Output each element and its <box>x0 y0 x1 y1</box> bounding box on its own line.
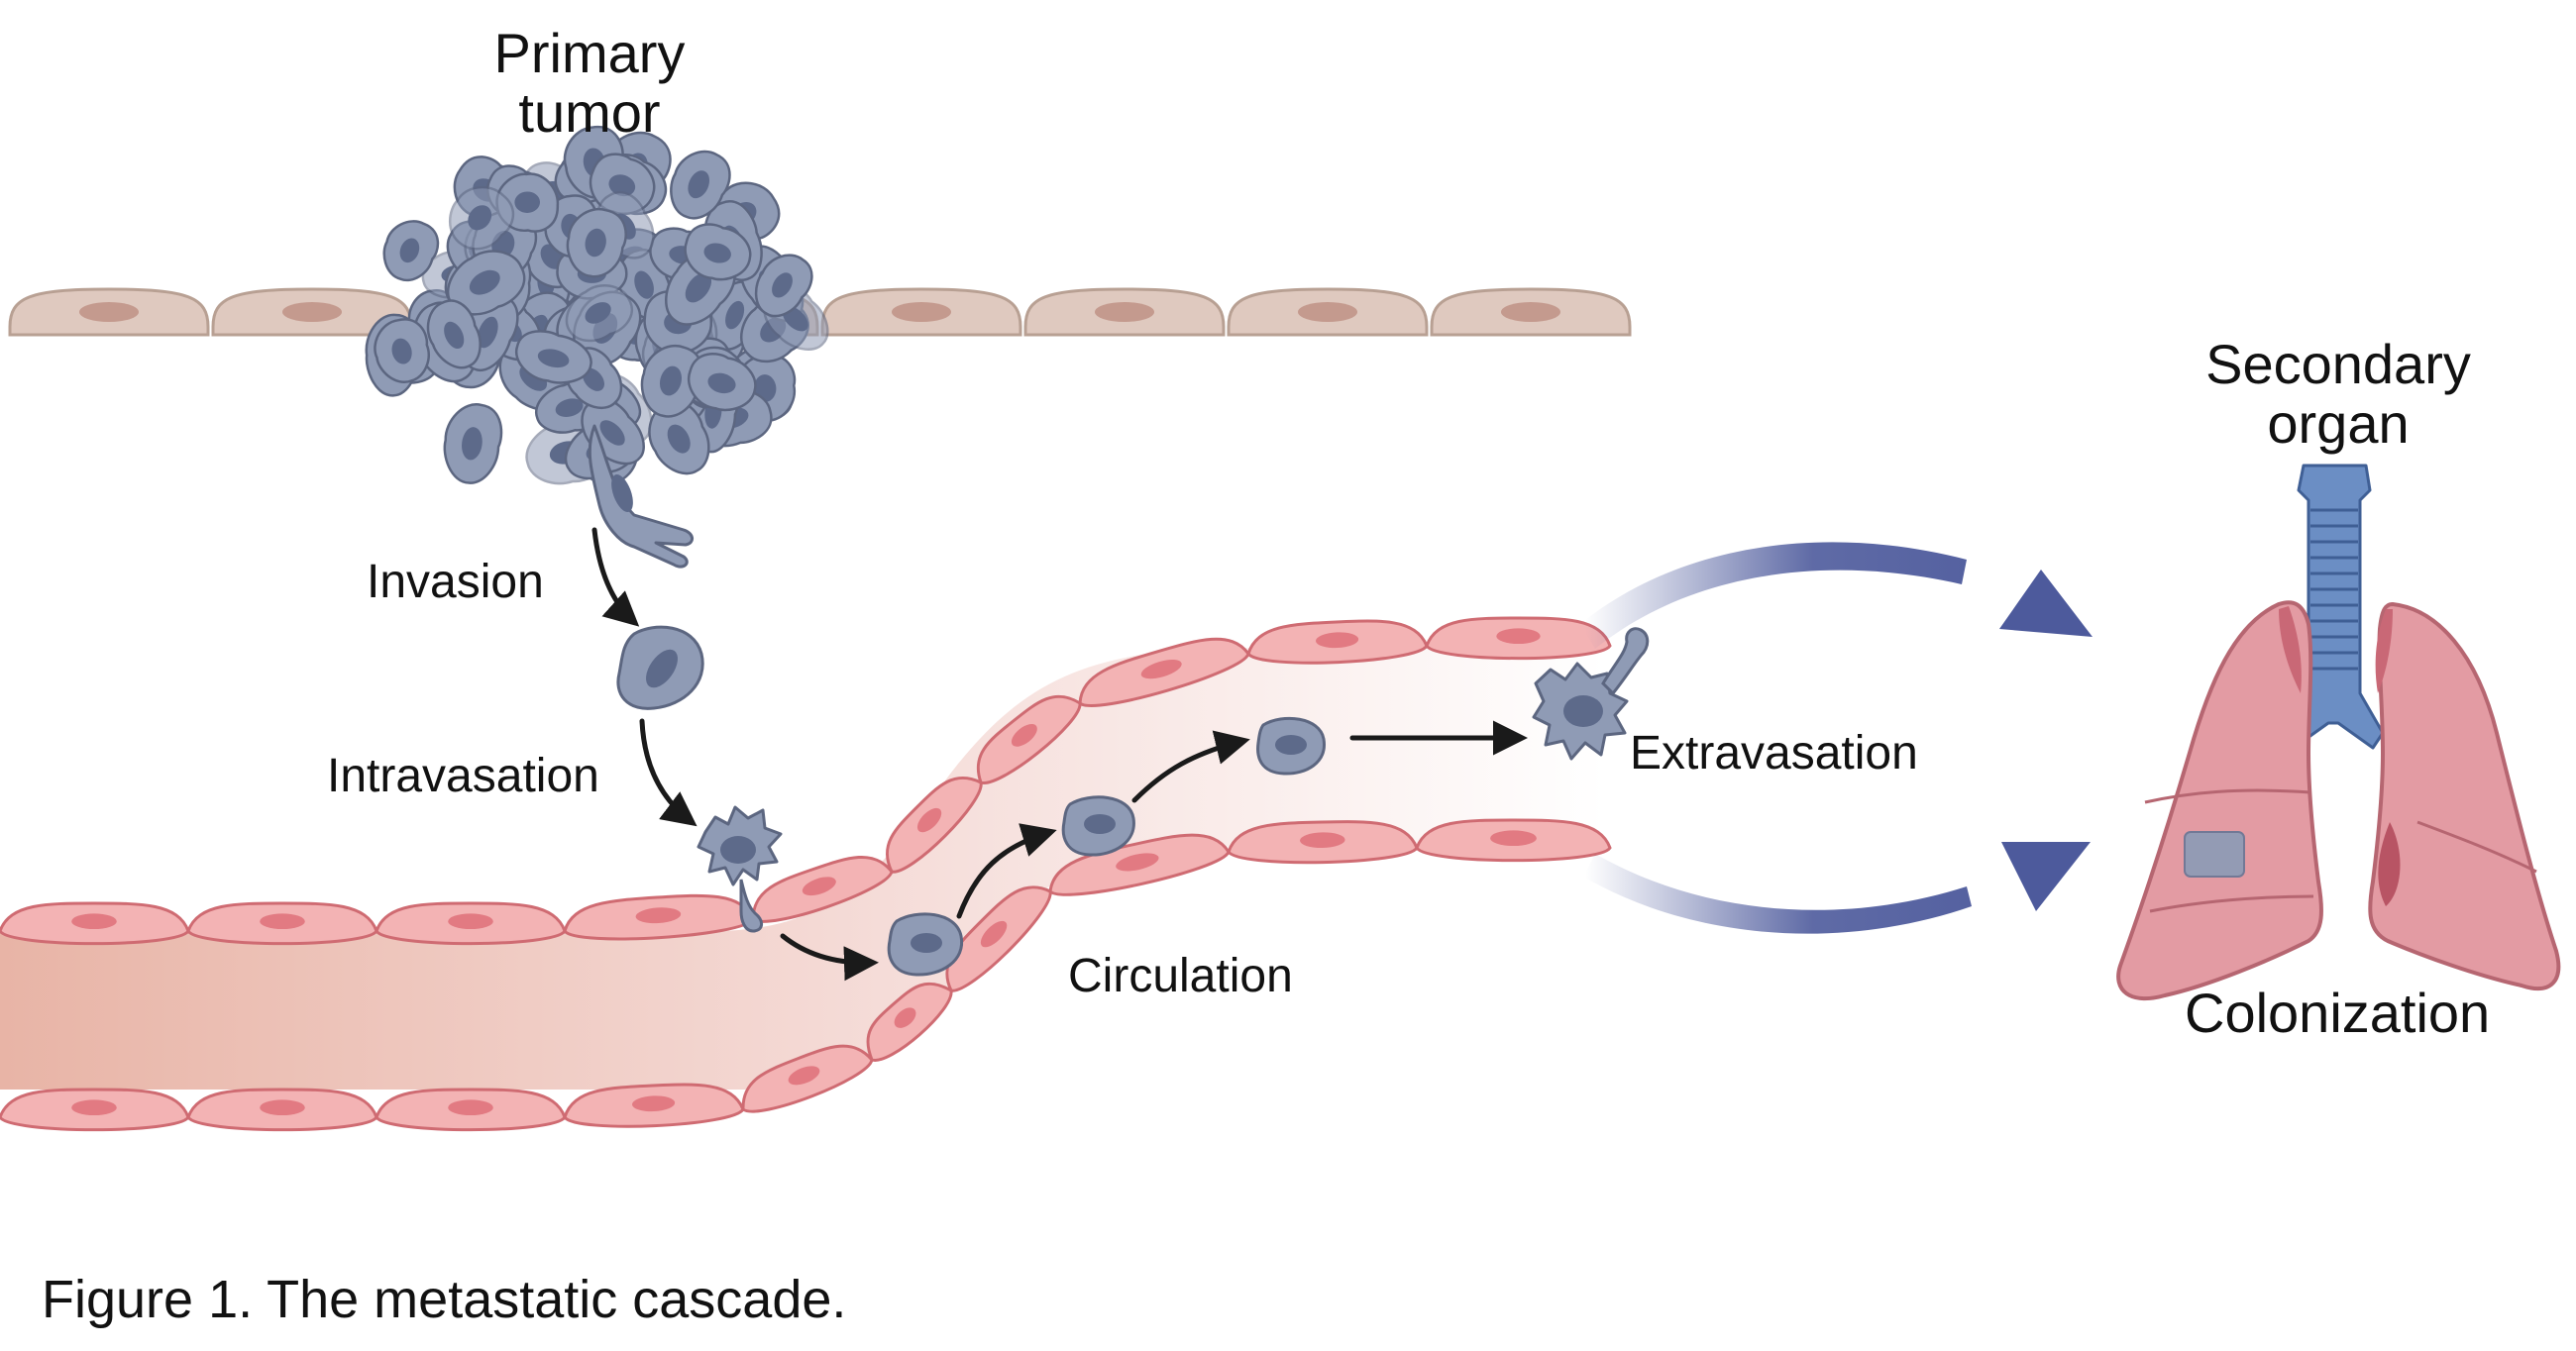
dissemination-arrow-lower-head <box>2001 842 2091 911</box>
secondary-organ-label: Secondary organ <box>2170 337 2507 452</box>
tumor-cell <box>382 220 440 282</box>
vessel-wall-top <box>0 616 1612 946</box>
tumor-cell <box>443 403 503 484</box>
intravasation-label: Intravasation <box>327 750 599 802</box>
circulating-tumor-cell <box>887 912 964 977</box>
invasion-label: Invasion <box>367 556 544 608</box>
tumor-cell <box>448 185 515 251</box>
circulation-arrow-1 <box>780 933 879 982</box>
tumor-cell <box>754 254 813 318</box>
extravasating-cell <box>1532 627 1650 761</box>
invasion-arrow <box>591 527 640 627</box>
vessel-wall-bottom <box>0 818 1612 1132</box>
circulation-arrow-3 <box>1131 730 1250 803</box>
tissue-cell <box>211 287 413 337</box>
tumor-cell <box>374 318 430 383</box>
tumor-cell <box>426 299 482 369</box>
dissemination-arrow-upper-head <box>1999 570 2093 637</box>
migrating-tumor-cell <box>616 625 704 710</box>
right-lung <box>2368 601 2561 991</box>
tissue-cell <box>820 287 1022 337</box>
endothelial-cell <box>186 1088 378 1132</box>
circulation-arrow-2 <box>956 823 1057 919</box>
endothelial-cell <box>1048 833 1231 896</box>
tumor-cell <box>687 353 757 412</box>
tissue-cell <box>1430 287 1632 337</box>
endothelial-cell <box>976 694 1082 784</box>
primary-tumor-label-line1: Primary <box>493 22 686 84</box>
colonization-label: Colonization <box>2185 982 2491 1044</box>
dissemination-arrow-upper <box>1580 542 1967 649</box>
lungs-icon <box>2116 464 2561 1001</box>
dissemination-arrows <box>1580 542 2093 934</box>
tumor-cell <box>670 150 731 220</box>
tumor-cell <box>648 400 710 475</box>
secondary-organ-label-line2: organ <box>2267 392 2410 455</box>
tumor-cell <box>565 283 633 343</box>
endothelial-cell <box>1246 619 1429 665</box>
endothelial-cell <box>1415 818 1612 863</box>
tissue-cell <box>1023 287 1226 337</box>
endothelial-cell <box>1078 637 1250 707</box>
primary-tumor-label-line2: tumor <box>518 81 661 144</box>
tumor-cell <box>566 207 627 278</box>
circulating-tumor-cell <box>1256 716 1326 776</box>
tumor-cell <box>514 330 592 384</box>
circulating-tumor-cell <box>1061 795 1135 857</box>
endothelial-cell <box>1227 820 1419 865</box>
blood-vessel <box>0 616 1612 1132</box>
endothelial-cell <box>563 1083 745 1128</box>
secondary-organ-label-line1: Secondary <box>2205 333 2471 395</box>
endothelial-cell <box>866 982 953 1062</box>
tumor-cell <box>684 223 752 281</box>
endothelial-cell <box>886 777 983 874</box>
circulation-label: Circulation <box>1068 950 1293 1002</box>
vessel-lumen <box>0 644 1605 1090</box>
invading-cell <box>588 424 694 569</box>
metastasis-patch <box>2184 831 2245 878</box>
endothelial-cell <box>375 1088 567 1132</box>
intravasation-arrow <box>639 718 698 827</box>
dissemination-arrow-lower <box>1583 854 1972 934</box>
endothelial-cell <box>0 1088 190 1132</box>
figure-caption: Figure 1. The metastatic cascade. <box>42 1270 847 1329</box>
endothelial-cell <box>186 901 378 946</box>
endothelial-cell <box>563 893 755 941</box>
left-lung <box>2116 600 2323 1001</box>
process-arrows <box>591 527 1528 982</box>
endothelial-cell <box>375 901 567 946</box>
endothelial-cell <box>751 856 894 923</box>
intravasating-cell <box>697 805 783 933</box>
extravasation-label: Extravasation <box>1630 727 1918 779</box>
endothelial-cell <box>0 901 190 946</box>
primary-tumor-cluster <box>365 125 829 485</box>
endothelial-cell <box>741 1044 874 1113</box>
primary-tumor-label: Primary tumor <box>426 26 753 141</box>
tissue-cell <box>8 287 210 337</box>
tissue-cell <box>1227 287 1429 337</box>
